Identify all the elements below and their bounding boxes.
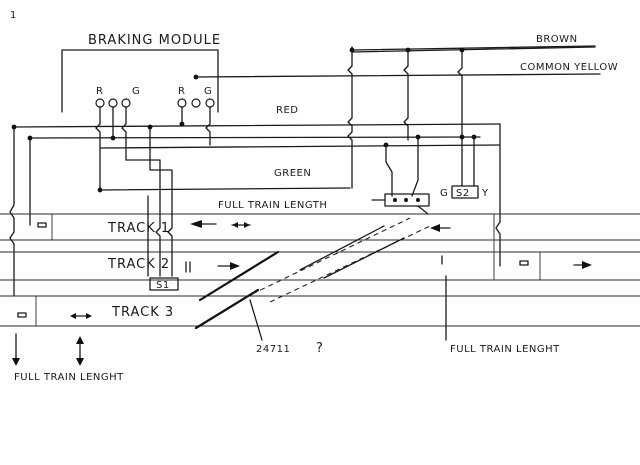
- switch-s2: G S2 Y: [371, 185, 489, 215]
- full-train-length-left: FULL TRAIN LENGHT: [14, 372, 124, 383]
- terminal-g2-label: G: [204, 86, 212, 97]
- brown-label: BROWN: [536, 34, 578, 45]
- part-number-label: 24711: [256, 344, 290, 355]
- annotations: FULL TRAIN LENGTH 24711 ? FULL TRAIN LEN…: [12, 200, 560, 383]
- terminal-g1: [121, 98, 131, 108]
- terminal-g1-label: G: [132, 86, 140, 97]
- s1-label: S1: [156, 280, 170, 291]
- terminal-r1-label: R: [96, 86, 103, 97]
- braking-module-label: BRAKING MODULE: [88, 33, 221, 48]
- question-mark: ?: [316, 341, 324, 356]
- sensor-track1: [37, 222, 47, 228]
- terminal-x1: [108, 98, 118, 108]
- switch-s1: [149, 277, 179, 291]
- terminal-g2: [205, 98, 215, 108]
- terminal-r2-label: R: [178, 86, 185, 97]
- full-train-length-right: FULL TRAIN LENGHT: [450, 344, 560, 355]
- terminal-r1: [95, 98, 105, 108]
- tracks: TRACK 1 TRACK 2 TRACK 3 S1: [0, 195, 640, 330]
- track2-label: TRACK 2: [107, 257, 170, 272]
- s2-g-label: G: [440, 188, 448, 199]
- s2-y-label: Y: [481, 188, 489, 199]
- terminal-x2: [191, 98, 201, 108]
- terminal-r2: [177, 98, 187, 108]
- sensor-track2: [519, 260, 529, 266]
- common-yellow-label: COMMON YELLOW: [520, 62, 618, 73]
- sensor-track3: [17, 312, 27, 318]
- track1-label: TRACK 1: [107, 221, 170, 236]
- red-label: RED: [276, 105, 298, 116]
- track3-label: TRACK 3: [111, 305, 174, 320]
- bus-wires: BROWN COMMON YELLOW RED GREEN: [9, 34, 618, 297]
- page-number: 1: [10, 10, 17, 21]
- s2-label: S2: [456, 188, 470, 199]
- full-train-length-top: FULL TRAIN LENGTH: [218, 200, 327, 211]
- green-label: GREEN: [274, 168, 311, 179]
- braking-module: BRAKING MODULE R G R G: [61, 33, 221, 113]
